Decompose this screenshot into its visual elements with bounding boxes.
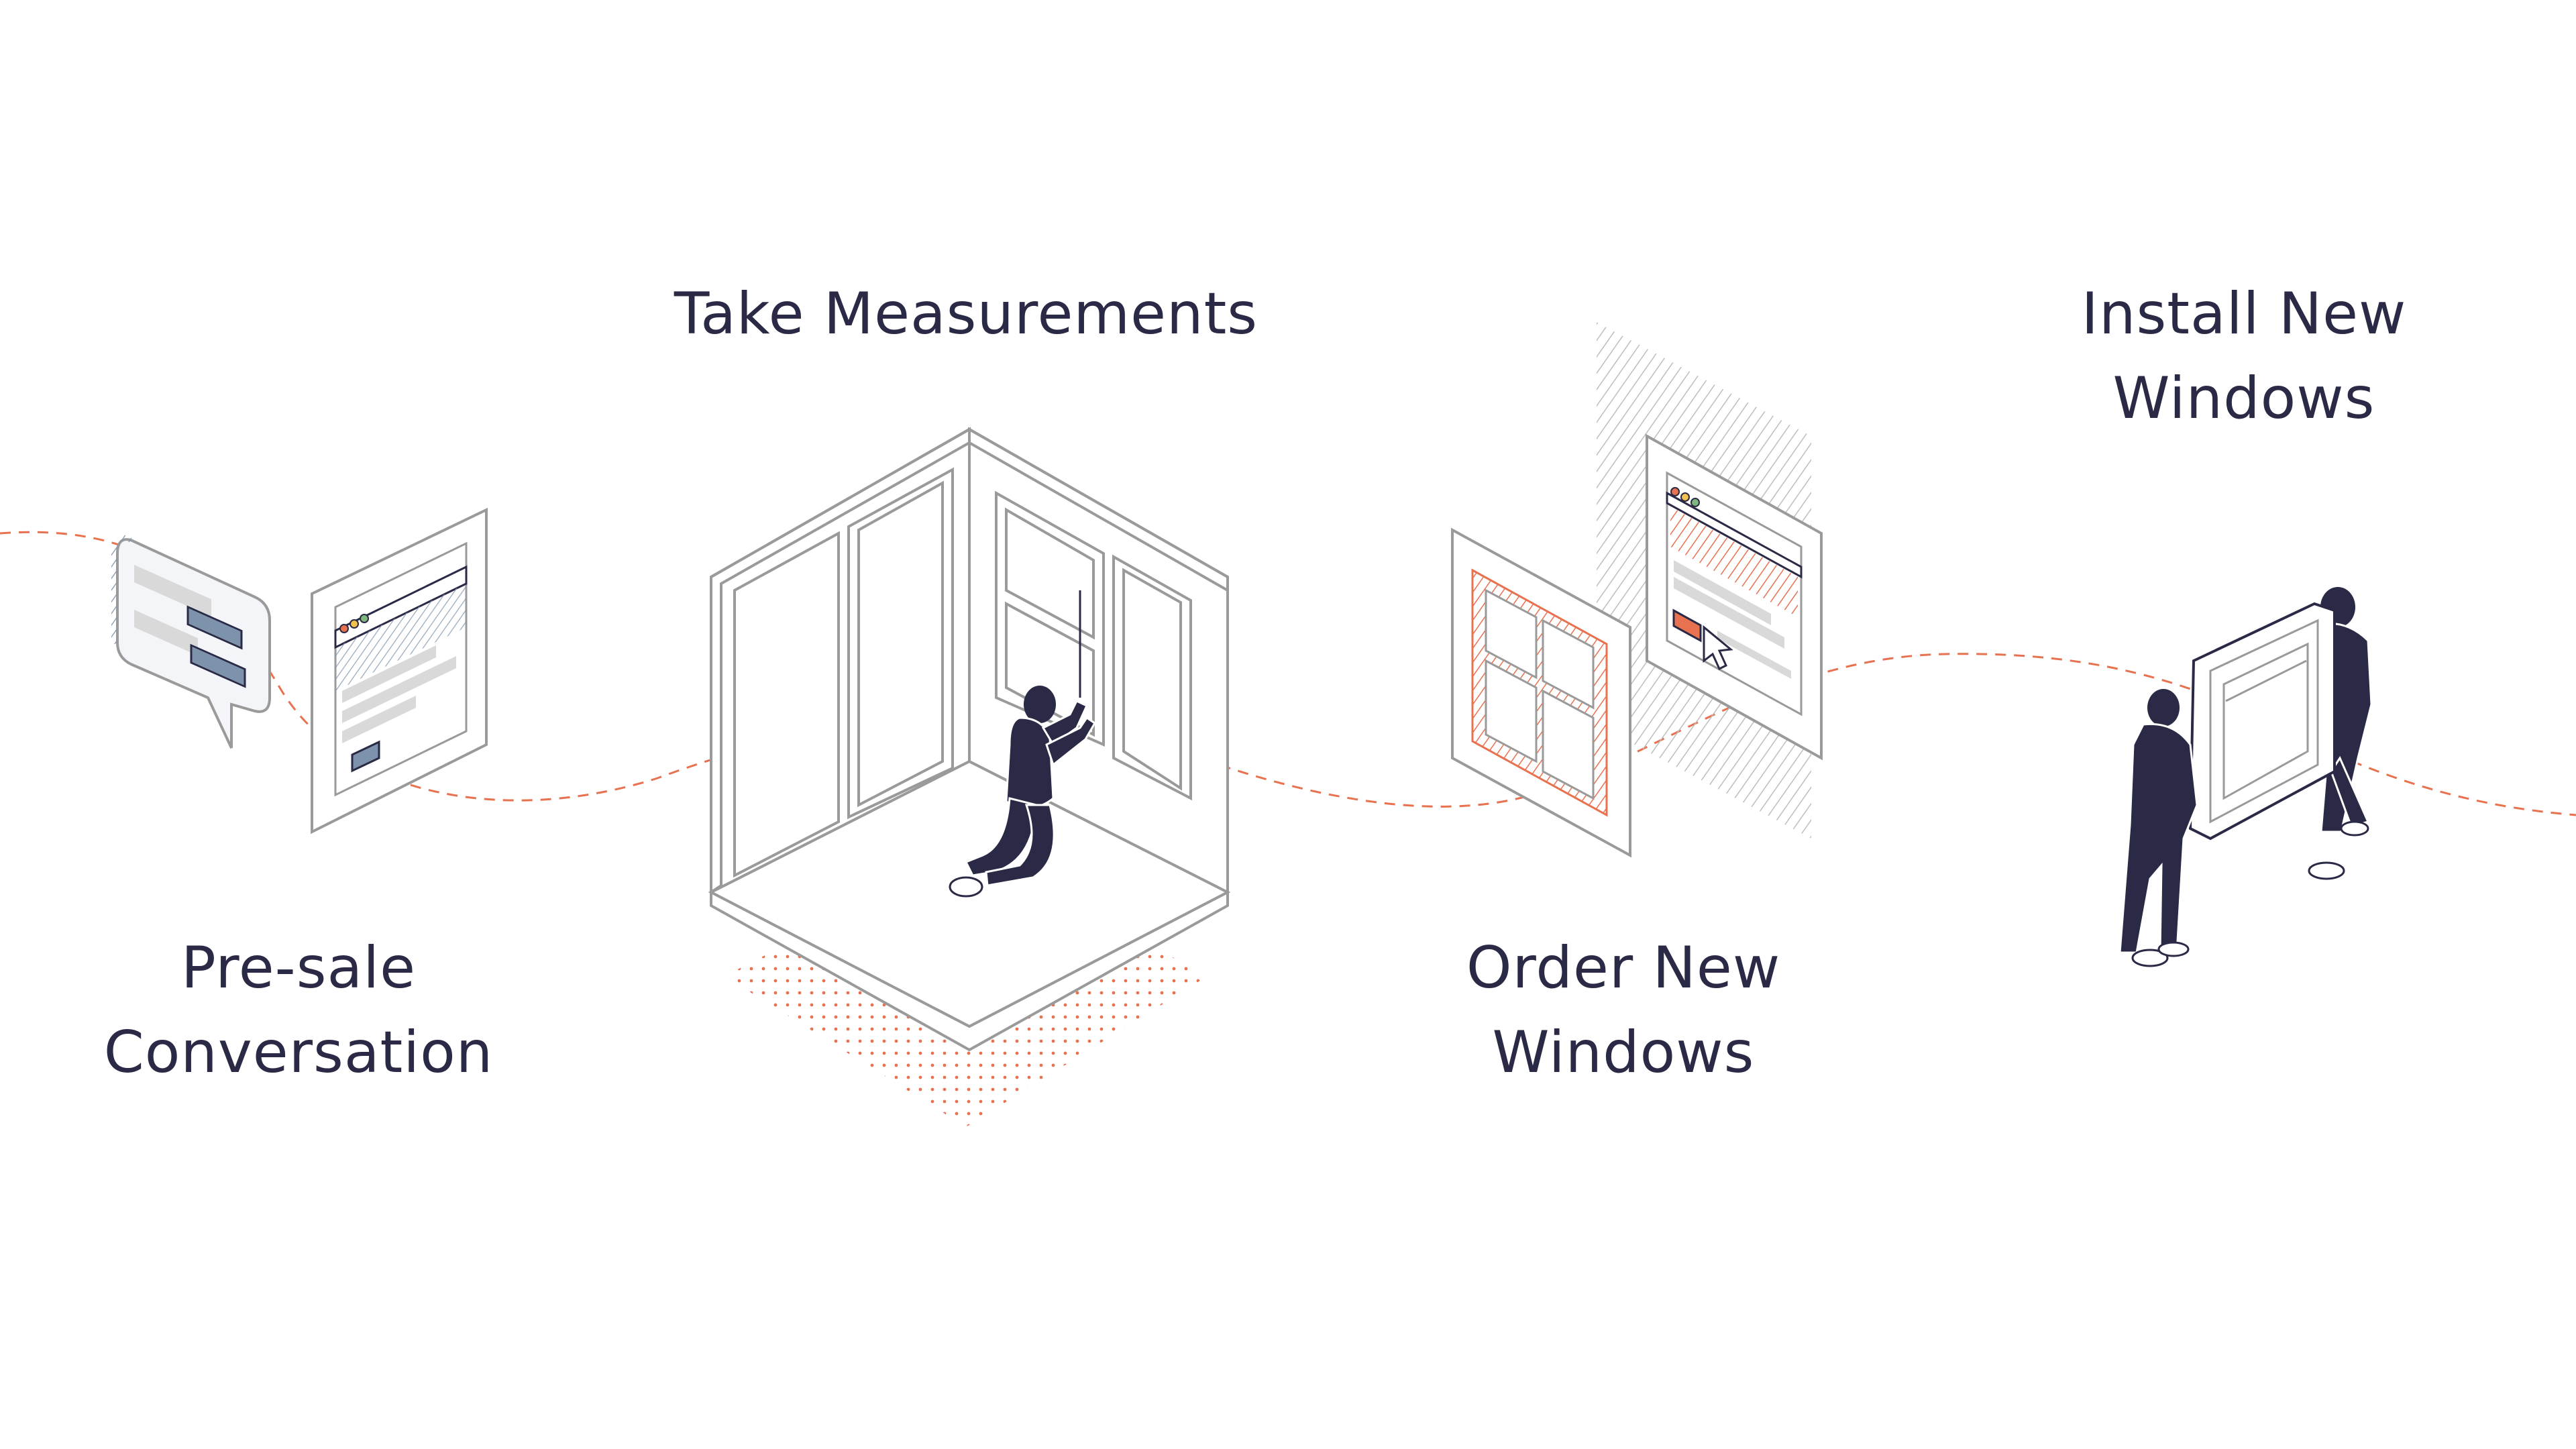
- step-label-presale: Pre-sale Conversation: [0, 926, 600, 1095]
- step-label-line: Install New: [2081, 280, 2407, 347]
- order-form-icon: [1646, 433, 1823, 761]
- step-label-line: Take Measurements: [674, 280, 1258, 347]
- step-label-line: Pre-sale: [180, 934, 417, 1002]
- step-label-line: Order New: [1466, 934, 1781, 1002]
- step-label-line: Conversation: [103, 1019, 494, 1086]
- browser-window-icon: [311, 507, 488, 835]
- kneeling-person-icon: [949, 590, 1097, 898]
- window-frame-icon: [1451, 527, 1631, 858]
- step-label-measure: Take Measurements: [664, 272, 1268, 356]
- two-people-carrying-window-icon: [2118, 587, 2373, 967]
- cursor-icon: [1703, 625, 1733, 671]
- step-label-order: Order New Windows: [1322, 926, 1925, 1095]
- step-label-line: Windows: [2112, 365, 2375, 432]
- chat-bubble-icon: [111, 533, 271, 749]
- step-label-line: Windows: [1492, 1019, 1755, 1086]
- step-label-install: Install New Windows: [1942, 272, 2546, 441]
